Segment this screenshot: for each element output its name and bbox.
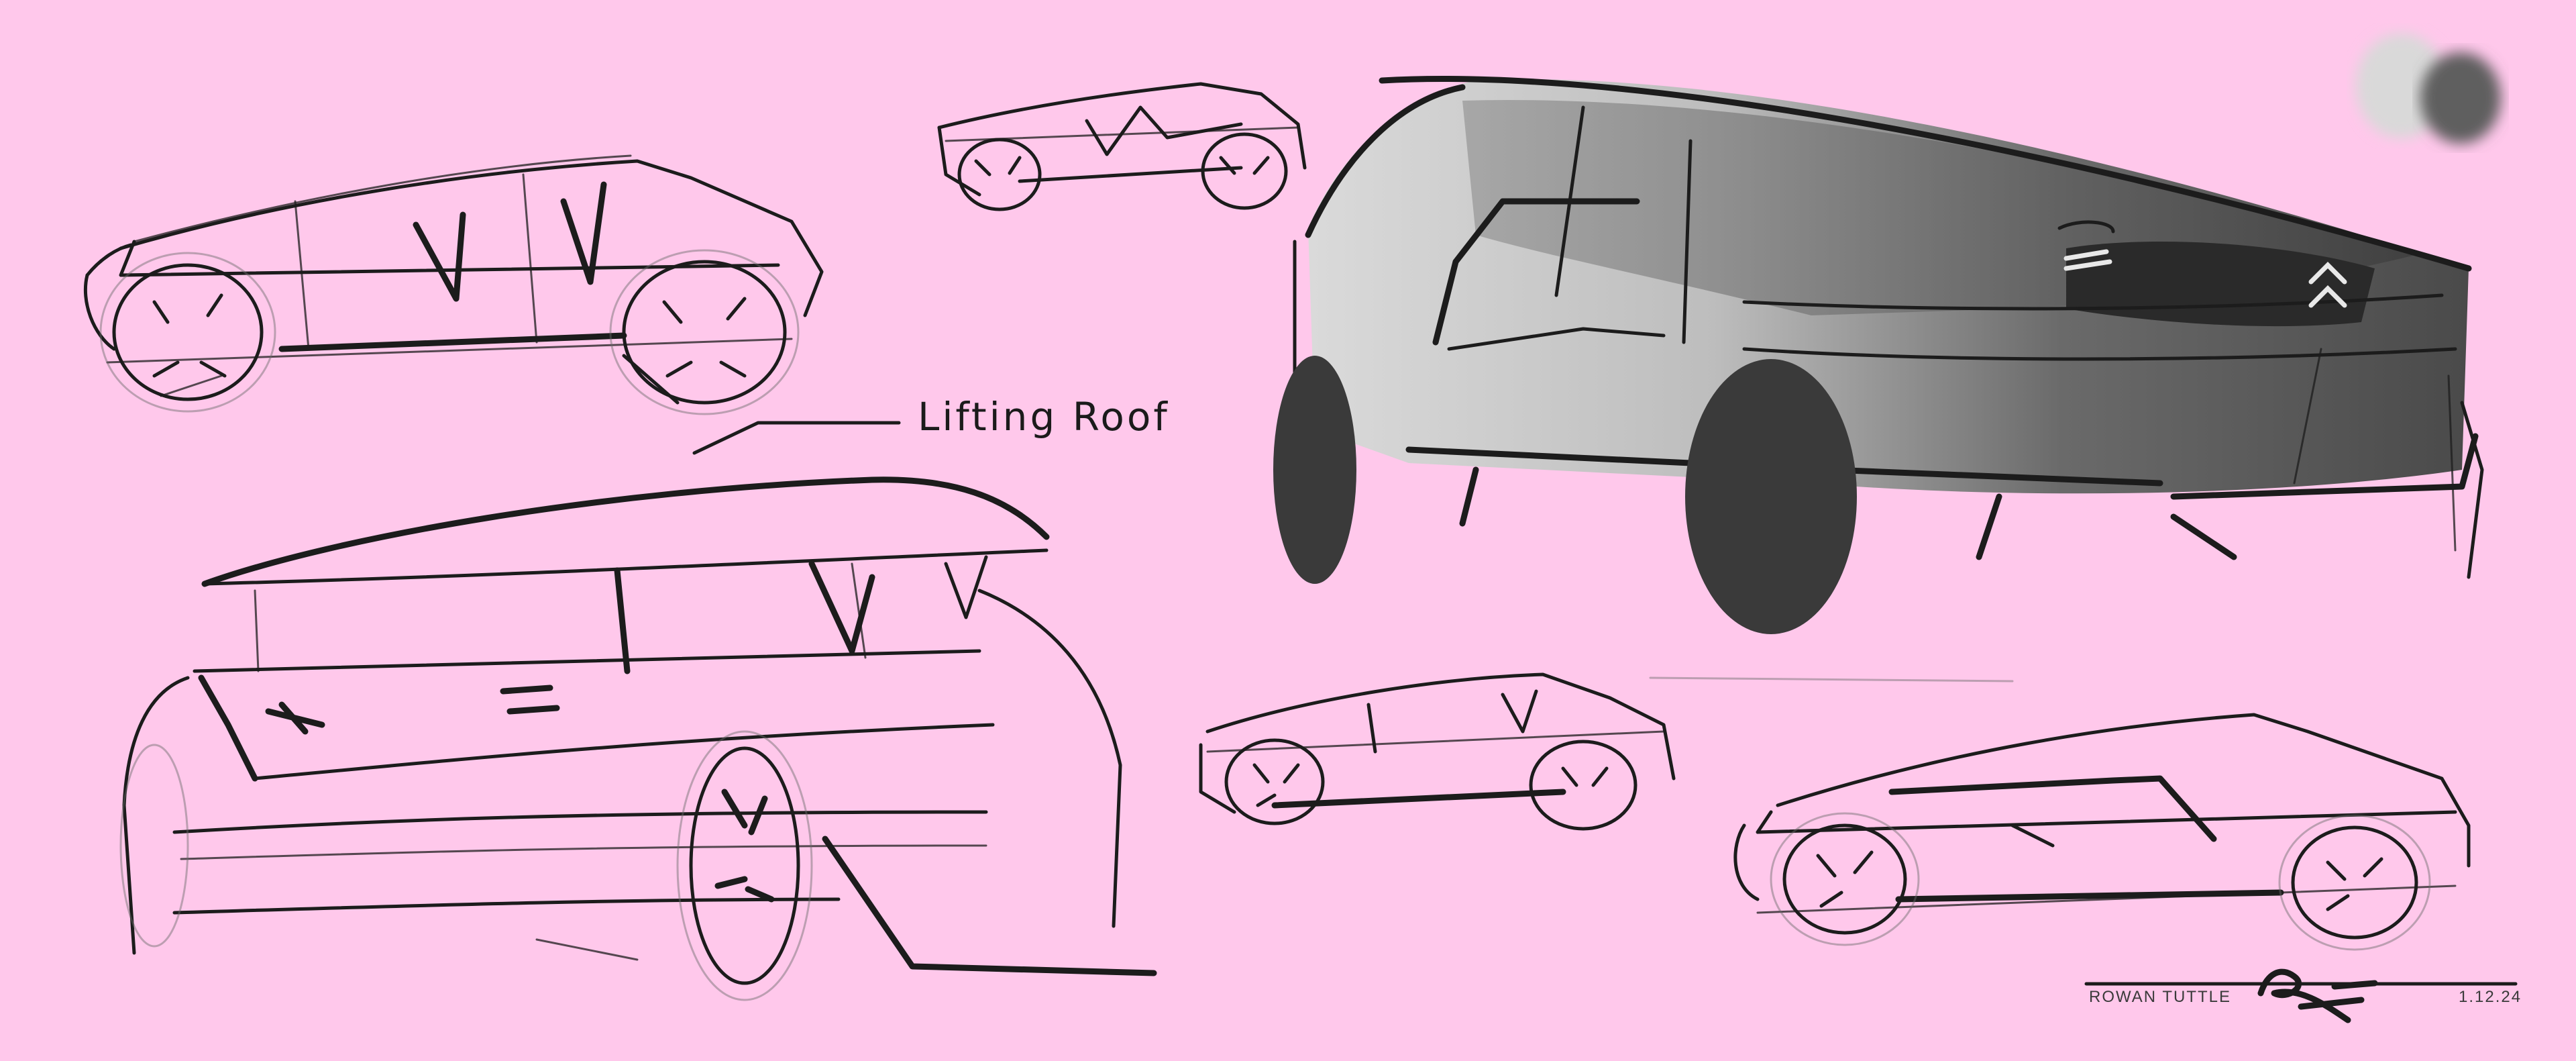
side-view-sketch-bottom-right bbox=[1733, 713, 2471, 951]
side-view-sketch-small-middle bbox=[1199, 672, 1676, 831]
signature-block bbox=[2084, 968, 2518, 1023]
side-view-sketch-small-top bbox=[937, 82, 1307, 211]
artist-name: ROWAN TUTTLE bbox=[2089, 988, 2232, 1006]
dark-gray-swatch bbox=[2420, 52, 2501, 144]
rear-three-quarter-sketch-lifted-roof bbox=[119, 476, 1157, 1001]
front-wheel bbox=[1273, 356, 1356, 584]
sketch-date: 1.12.24 bbox=[2459, 988, 2522, 1006]
lifting-roof-label: Lifting Roof bbox=[918, 394, 1170, 440]
artist-signature bbox=[2257, 968, 2378, 1023]
rendered-rear-three-quarter-sketch bbox=[1273, 76, 2484, 683]
rear-wheel bbox=[1685, 359, 1857, 634]
side-view-sketch-large bbox=[83, 154, 824, 415]
color-swatches bbox=[2356, 34, 2501, 144]
lifting-roof-callout bbox=[692, 421, 901, 455]
